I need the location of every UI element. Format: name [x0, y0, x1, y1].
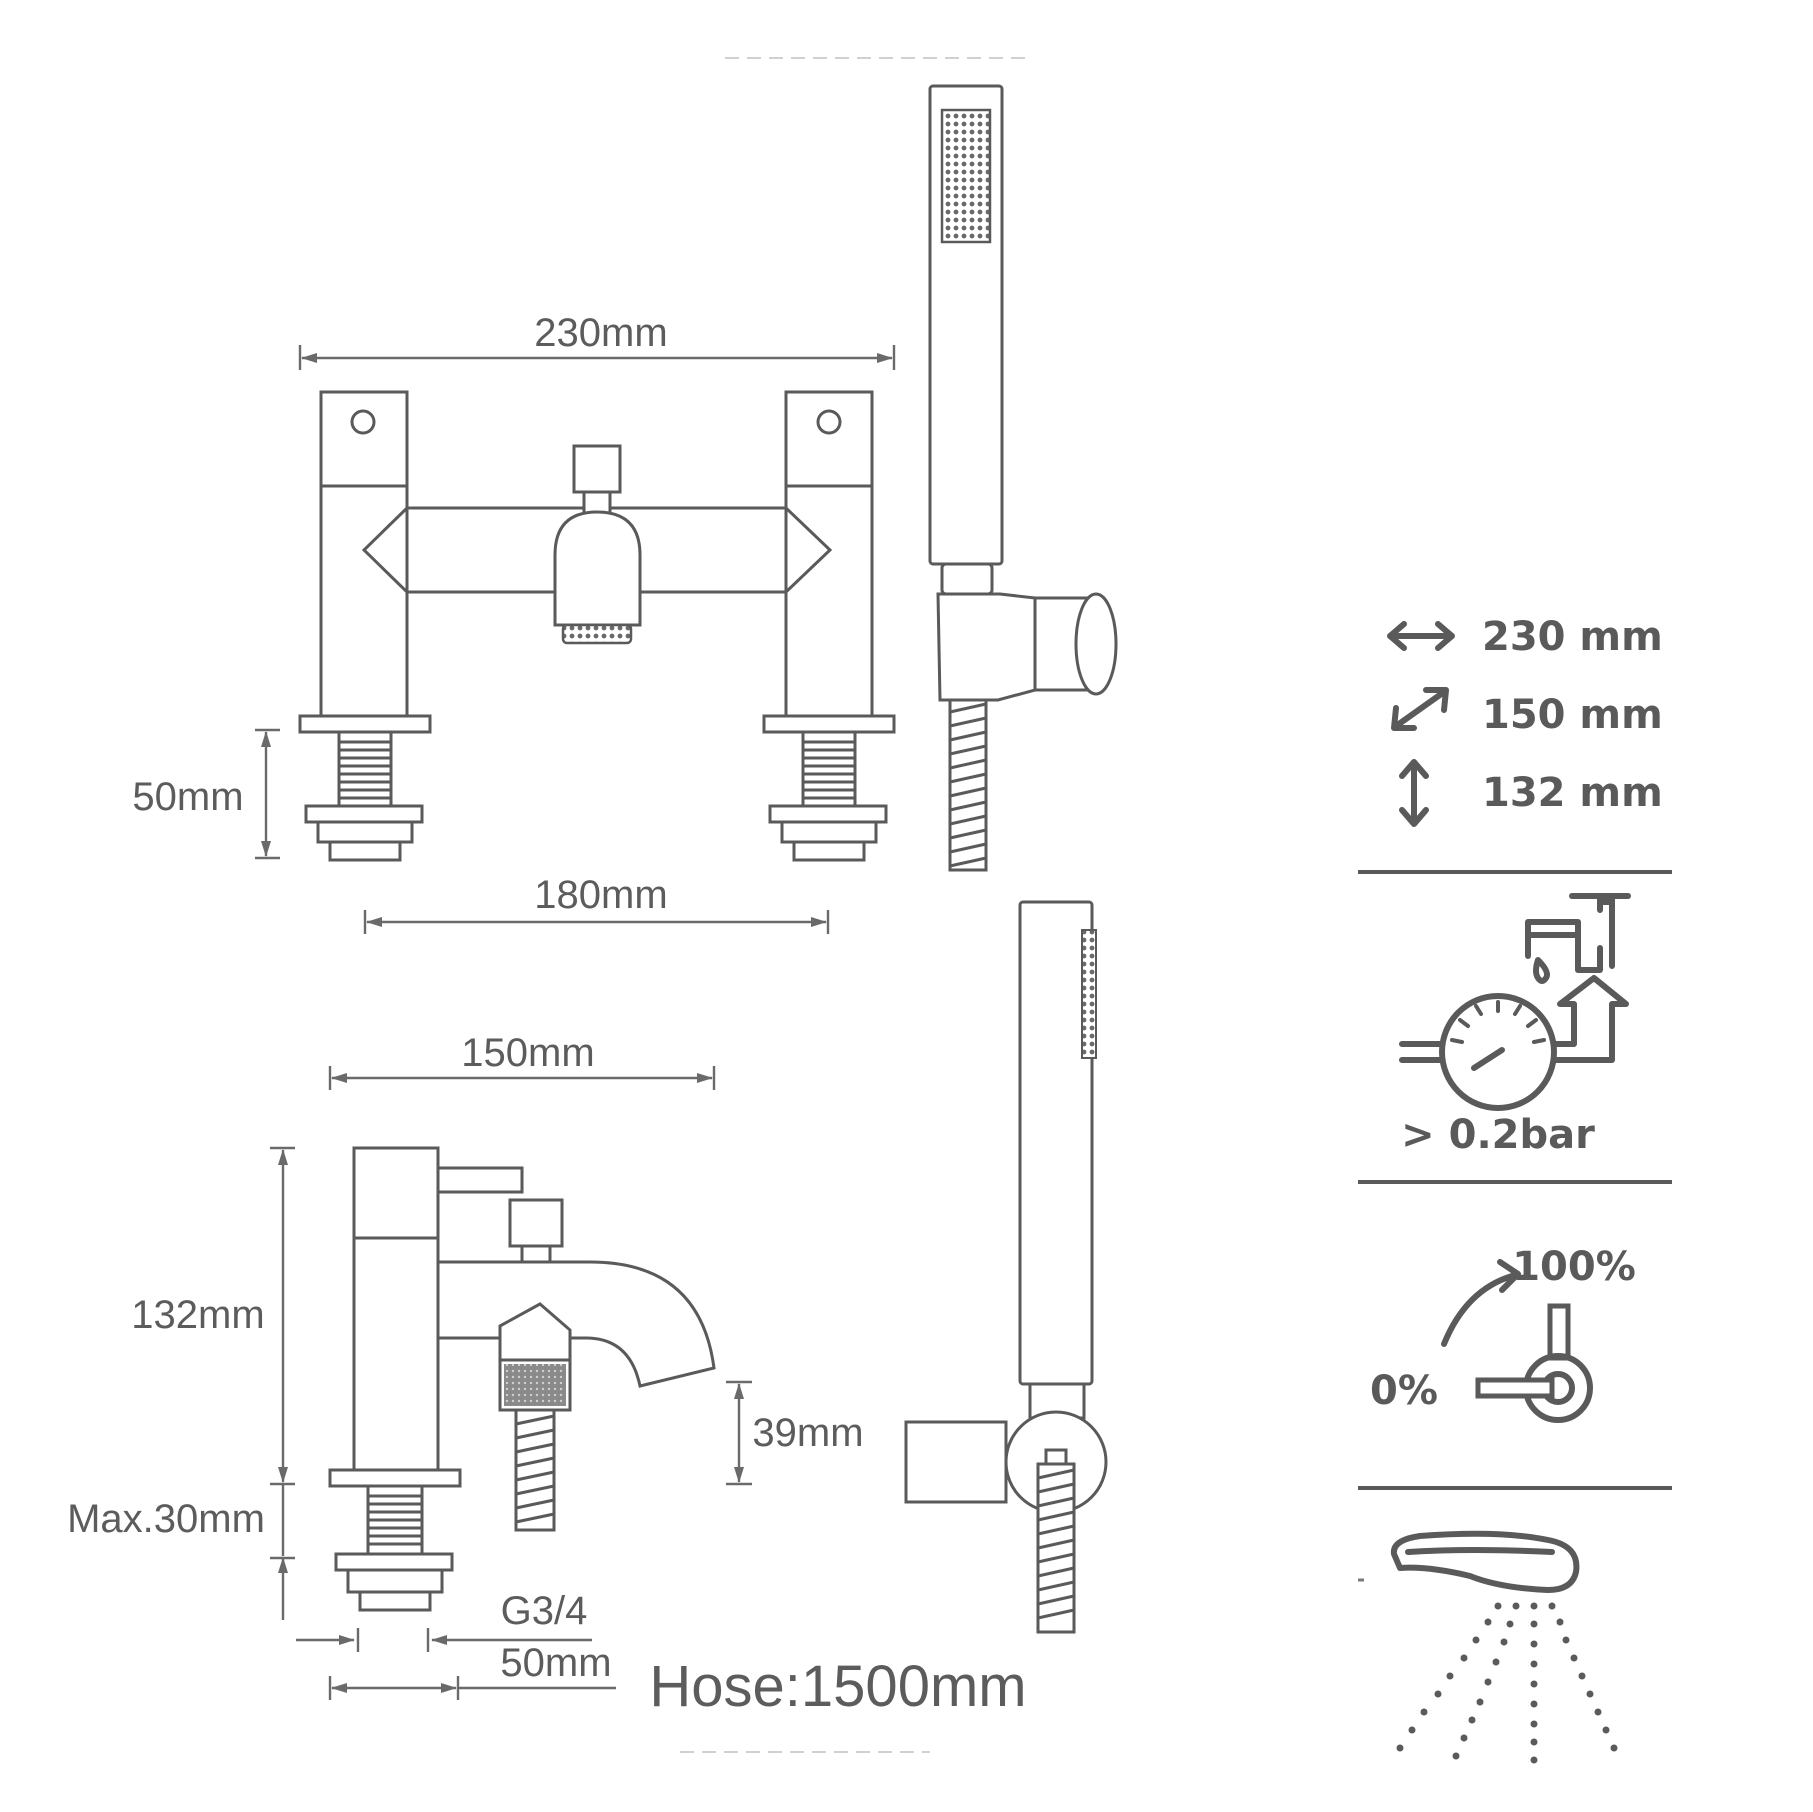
- flow-lever-icon: [1441, 1259, 1593, 1423]
- label-thread: G3/4: [501, 1589, 588, 1633]
- dimension-base-width: 50mm: [328, 1641, 616, 1700]
- spec-pressure: > 0.2bar: [1401, 1112, 1595, 1158]
- spec-panel: 230 mm 150 mm 132 mm: [1358, 614, 1672, 1764]
- front-view-tap: [298, 390, 896, 862]
- hand-shower-side: [904, 900, 1108, 1634]
- double-arrow-vertical-icon: [1399, 759, 1429, 827]
- label-height: 132mm: [131, 1293, 264, 1337]
- flow-max-label: 100%: [1512, 1244, 1636, 1290]
- label-spout-height: 39mm: [752, 1411, 863, 1455]
- shower-head-icon: [1358, 1530, 1618, 1764]
- dimension-projection: 150mm: [328, 1031, 716, 1090]
- hand-shower-front: [928, 84, 1118, 872]
- dimension-overall-width: 230mm: [298, 311, 896, 370]
- label-tail-height: 50mm: [132, 775, 243, 819]
- label-base-width: 50mm: [500, 1641, 611, 1685]
- dimension-tail-height: 50mm: [132, 728, 280, 860]
- spec-depth: 150 mm: [1482, 692, 1663, 738]
- dimension-max-deck: Max.30mm: [67, 1484, 295, 1620]
- double-arrow-horizontal-icon: [1387, 621, 1455, 651]
- label-overall-width: 230mm: [534, 311, 667, 355]
- spec-width: 230 mm: [1482, 614, 1663, 660]
- pressure-gauge-icon: [1399, 893, 1631, 1111]
- label-max-deck: Max.30mm: [67, 1497, 265, 1541]
- spec-height: 132 mm: [1482, 770, 1663, 816]
- dimension-thread: G3/4: [296, 1589, 592, 1652]
- dimension-centres: 180mm: [363, 873, 830, 934]
- dimension-height: 132mm: [131, 1146, 295, 1486]
- side-view-tap: [328, 1146, 716, 1612]
- label-projection: 150mm: [461, 1031, 594, 1075]
- label-centres: 180mm: [534, 873, 667, 917]
- double-arrow-diagonal-icon: [1391, 687, 1449, 731]
- label-hose-length: Hose:1500mm: [649, 1654, 1026, 1719]
- flow-min-label: 0%: [1370, 1368, 1438, 1414]
- dimension-spout-height: 39mm: [726, 1380, 864, 1486]
